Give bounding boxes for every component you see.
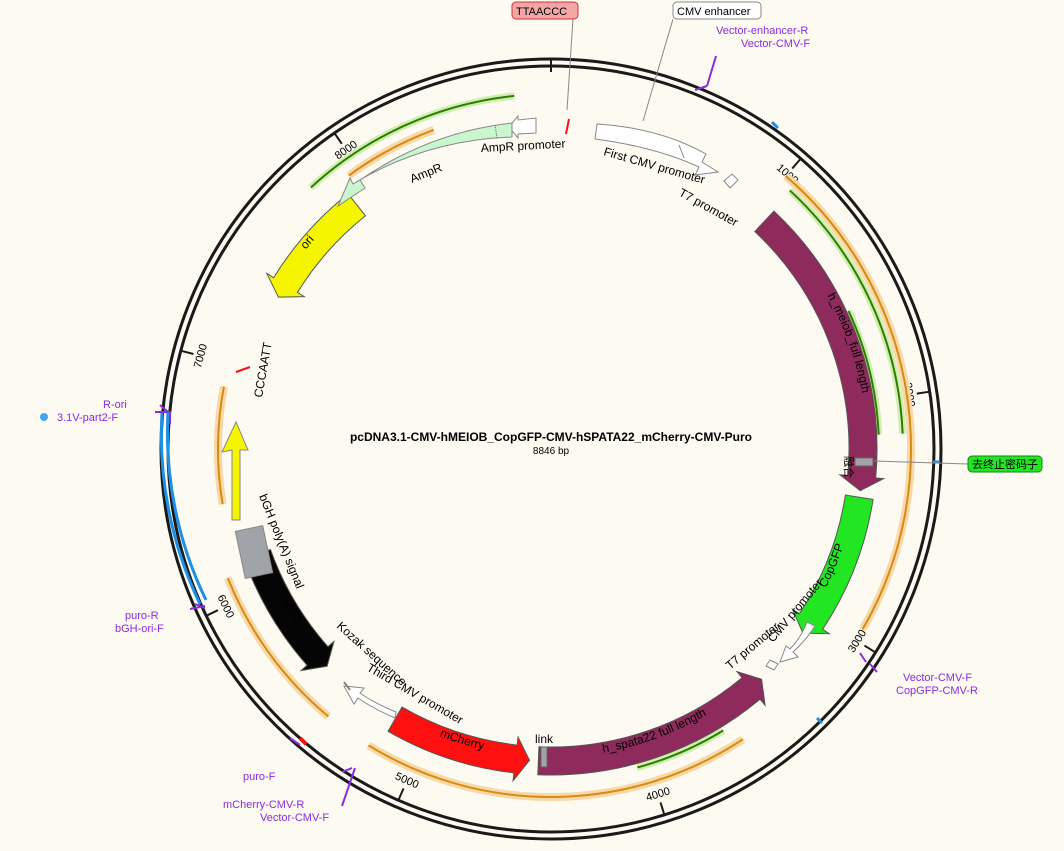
orf-orange-2	[226, 577, 330, 718]
primer-mark-top-right	[694, 55, 717, 91]
bgh-polya-box[interactable]	[234, 525, 274, 579]
callout-line-stop	[873, 460, 969, 465]
primer-vector-cmv-f-top: Vector-CMV-F	[741, 38, 810, 50]
primer-labels: Vector-enhancer-R Vector-CMV-F R-ori 3.1…	[57, 25, 978, 824]
ampr-arrow[interactable]	[336, 122, 513, 208]
label-t7-promoter: T7 promoter	[677, 185, 741, 229]
blue-dot-marker	[40, 413, 48, 421]
callout-stop-codon: 去终止密码子	[972, 457, 1038, 471]
label-ampr-promoter: AmpR promoter	[480, 137, 565, 155]
label-ccaatt: CCCAATT	[251, 341, 275, 399]
tick-mark-7000	[180, 349, 194, 355]
primer-mark-left-bottom	[189, 603, 206, 610]
tick-mark-4000	[659, 802, 666, 816]
first-cmv-promoter-divider	[678, 144, 685, 159]
orf-orange-4	[348, 128, 435, 177]
orf-arcs-green	[308, 92, 907, 771]
callout-ttaaccc: TTAACCC	[516, 6, 567, 18]
plasmid-title: pcDNA3.1-CMV-hMEIOB_CopGFP-CMV-hSPATA22_…	[350, 430, 752, 444]
blue-segment	[159, 411, 208, 605]
plasmid-length: 8846 bp	[533, 446, 570, 457]
cmv-promoter-2-arrow[interactable]	[779, 621, 816, 663]
tick-mark-2000	[916, 390, 930, 395]
fusion-box[interactable]	[854, 457, 874, 467]
primer-vector-enhancer-r: Vector-enhancer-R	[716, 25, 808, 37]
primer-vector-cmv-f-bottom: Vector-CMV-F	[260, 812, 329, 824]
third-cmv-promoter-arrow[interactable]	[343, 685, 397, 719]
primer-puro-r: puro-R	[125, 610, 159, 622]
tick-label-4000: 4000	[645, 785, 672, 804]
ampr-promoter-arrow[interactable]	[508, 114, 537, 140]
label-ampr: AmpR	[408, 160, 444, 186]
orf-orange-0	[785, 175, 912, 630]
primer-mark-bottom-left-2	[341, 767, 356, 807]
tick-mark-5000	[397, 787, 405, 801]
primer-vector-cmv-f-right: Vector-CMV-F	[903, 672, 972, 684]
callouts: TTAACCC CMV enhancer 去终止密码子	[511, 1, 1043, 473]
t7-promoter-arrow-2[interactable]	[765, 659, 779, 671]
callout-line-ttaaccc	[566, 18, 574, 111]
orf-green-2	[637, 729, 724, 769]
callout-box-ttaaccc	[511, 1, 579, 20]
primer-mark-right	[859, 652, 878, 673]
backbone-mark-red	[298, 736, 308, 746]
callout-box-stop	[967, 455, 1043, 473]
orf-green-1	[847, 310, 880, 435]
label-link: link	[535, 732, 554, 746]
first-cmv-promoter-arrow[interactable]	[594, 123, 720, 176]
orf-orange-1	[368, 738, 744, 798]
orf-arcs-orange	[214, 126, 915, 801]
label-fusion: 融合	[842, 456, 856, 478]
primer-puro-f: puro-F	[243, 771, 276, 783]
primer-mark-bottom-left-1	[289, 737, 301, 746]
tick-mark-6000	[205, 609, 219, 617]
link-box[interactable]	[540, 746, 548, 768]
primer-mark-left-top	[155, 404, 171, 424]
kozak-mark	[343, 681, 351, 691]
primer-marks	[155, 55, 878, 807]
callout-line-cmv-enhancer	[642, 18, 674, 122]
outline-features	[221, 114, 874, 768]
primer-3-1v-part2-f: 3.1V-part2-F	[57, 412, 118, 424]
tick-mark-3000	[863, 644, 877, 654]
tick-label-7000: 7000	[192, 343, 210, 370]
primer-bgh-ori-f: bGH-ori-F	[115, 623, 164, 635]
feature-arrow-mcherry[interactable]	[387, 706, 531, 783]
backbone-mark-1000	[770, 120, 780, 130]
callout-cmv-enhancer: CMV enhancer	[677, 6, 751, 18]
feature-arrow-h-spata22-full-length[interactable]	[537, 670, 766, 776]
primer-r-ori: R-ori	[103, 399, 127, 411]
t7-promoter-arrow-1[interactable]	[723, 173, 739, 189]
primer-mcherry-cmv-r: mCherry-CMV-R	[223, 799, 304, 811]
primer-copgfp-cmv-r: CopGFP-CMV-R	[896, 685, 978, 697]
orf-green-0	[789, 189, 904, 434]
orf-orange-3	[217, 386, 225, 505]
tick-mark-8000	[333, 132, 343, 145]
tick-mark-1000	[791, 157, 802, 170]
callout-box-cmv-enhancer	[672, 1, 762, 20]
f1-ori-arrow[interactable]	[221, 420, 249, 521]
tick-label-3000: 3000	[846, 628, 869, 655]
backbone-mark-3700	[815, 716, 824, 725]
ccaatt-mark	[235, 366, 251, 373]
ampr-dotted	[494, 124, 498, 139]
orf-green-3	[310, 94, 515, 189]
ttaaccc-mark	[565, 118, 570, 135]
feature-arrow-ori[interactable]	[265, 193, 367, 298]
feature-arrow-h-meiob-full-length[interactable]	[754, 210, 886, 492]
